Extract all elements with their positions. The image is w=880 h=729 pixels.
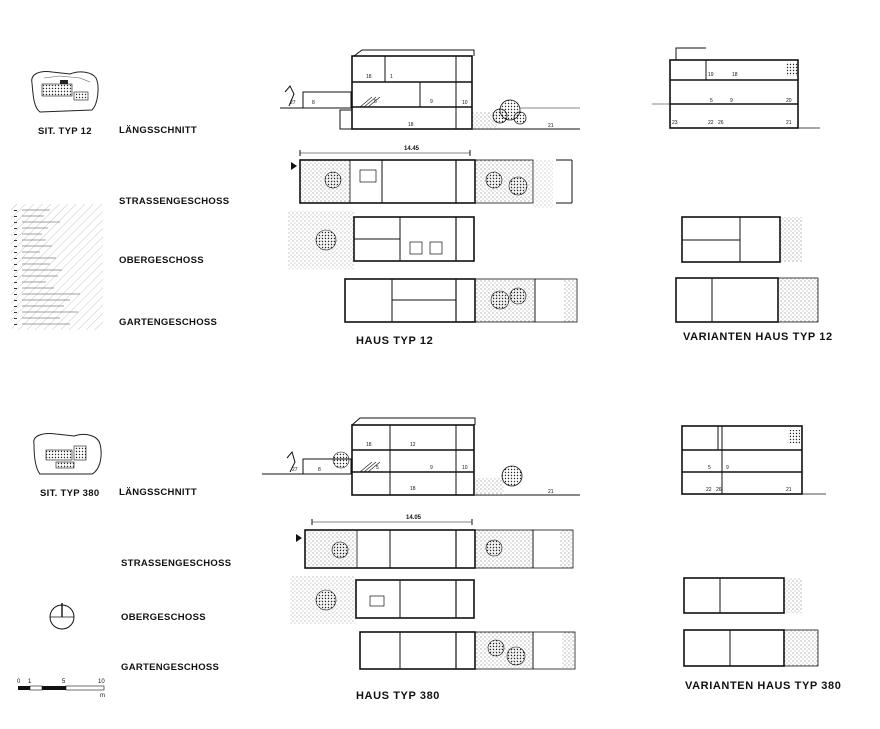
svg-text:5: 5 xyxy=(62,679,66,685)
house-title-typ380: HAUS TYP 380 xyxy=(356,690,441,702)
entrance-arrow-icon xyxy=(291,162,297,170)
svg-text:27: 27 xyxy=(290,100,296,106)
tree-icon xyxy=(487,639,526,666)
svg-text:5: 5 xyxy=(708,465,711,471)
variant-plan-upper-typ12 xyxy=(681,216,802,263)
svg-text:18: 18 xyxy=(410,486,416,492)
variant-plan-lower-typ380 xyxy=(683,629,819,667)
svg-text:9: 9 xyxy=(430,465,433,471)
svg-text:21: 21 xyxy=(786,120,792,126)
variant-plan-upper-typ380 xyxy=(683,577,802,614)
entrance-arrow-icon xyxy=(296,534,302,542)
section-drawing-typ380 xyxy=(262,417,580,496)
room-numbers-variant-section-typ12: 19 18 5 9 20 23 22 26 21 xyxy=(672,72,792,126)
svg-text:20: 20 xyxy=(786,98,792,104)
site-label-typ12: SIT. TYP 12 xyxy=(38,126,92,137)
svg-text:18: 18 xyxy=(732,72,738,78)
svg-text:14.45: 14.45 xyxy=(404,146,420,152)
svg-text:10: 10 xyxy=(462,100,468,106)
overall-dimension-typ380: 14.05 xyxy=(406,515,422,521)
svg-text:26: 26 xyxy=(718,120,724,126)
svg-text:9: 9 xyxy=(730,98,733,104)
svg-text:5: 5 xyxy=(374,99,377,105)
tree-icon xyxy=(324,171,528,196)
svg-text:18: 18 xyxy=(366,74,372,80)
tree-icon xyxy=(492,99,527,125)
tree-icon xyxy=(331,539,503,559)
svg-text:1: 1 xyxy=(390,74,393,80)
floor-label-gartengeschoss-typ12: GARTENGESCHOSS xyxy=(119,317,218,328)
variants-title-typ12: VARIANTEN HAUS TYP 12 xyxy=(683,331,833,343)
svg-text:5: 5 xyxy=(710,98,713,104)
plan-gartengeschoss-typ380 xyxy=(359,631,576,670)
room-numbers-variant-section-typ380: 5 9 22 26 21 xyxy=(706,465,792,493)
variant-section-typ380 xyxy=(681,425,826,495)
floor-label-strassengeschoss-typ12: STRASSENGESCHOSS xyxy=(119,196,230,207)
tree-icon xyxy=(490,287,527,310)
floor-label-obergeschoss-typ12: OBERGESCHOSS xyxy=(119,255,204,266)
variants-title-typ380: VARIANTEN HAUS TYP 380 xyxy=(685,680,842,692)
svg-text:9: 9 xyxy=(430,99,433,105)
north-arrow-icon xyxy=(49,603,75,630)
site-label-typ380: SIT. TYP 380 xyxy=(40,488,100,499)
plan-strassengeschoss-typ380 xyxy=(304,519,574,569)
room-numbers-section-typ380: 18 27 8 5 9 12 18 10 21 xyxy=(292,442,554,495)
svg-text:1: 1 xyxy=(28,679,32,685)
variant-section-typ12 xyxy=(652,47,820,129)
svg-text:12: 12 xyxy=(410,442,416,448)
site-plan-typ12 xyxy=(31,71,99,113)
room-numbers-section-typ12: 18 1 10 27 8 5 9 18 21 xyxy=(290,74,554,129)
svg-text:0: 0 xyxy=(17,679,21,685)
variant-plan-lower-typ12 xyxy=(675,277,819,323)
svg-text:8: 8 xyxy=(318,467,321,473)
scale-bar: 0 1 5 10 m xyxy=(17,679,105,699)
svg-text:22: 22 xyxy=(706,487,712,493)
svg-text:10: 10 xyxy=(462,465,468,471)
svg-text:22: 22 xyxy=(708,120,714,126)
svg-text:21: 21 xyxy=(548,123,554,129)
floor-label-gartengeschoss-typ380: GARTENGESCHOSS xyxy=(121,662,220,673)
svg-text:23: 23 xyxy=(672,120,678,126)
floor-label-obergeschoss-typ380: OBERGESCHOSS xyxy=(121,612,206,623)
tree-icon xyxy=(315,589,337,611)
svg-text:8: 8 xyxy=(312,100,315,106)
section-drawing-typ12 xyxy=(280,49,580,130)
svg-text:21: 21 xyxy=(786,487,792,493)
svg-text:9: 9 xyxy=(726,465,729,471)
section-label-typ380: LÄNGSSCHNITT xyxy=(119,487,198,498)
svg-text:14.05: 14.05 xyxy=(406,515,422,521)
floor-label-strassengeschoss-typ380: STRASSENGESCHOSS xyxy=(121,558,232,569)
svg-text:26: 26 xyxy=(716,487,722,493)
tree-icon xyxy=(315,229,337,251)
site-plan-typ380 xyxy=(33,433,102,475)
svg-text:m: m xyxy=(100,693,105,699)
legend-block xyxy=(11,204,103,330)
section-label-typ12: LÄNGSSCHNITT xyxy=(119,125,198,136)
svg-text:19: 19 xyxy=(708,72,714,78)
svg-text:5: 5 xyxy=(376,465,379,471)
house-title-typ12: HAUS TYP 12 xyxy=(356,335,434,347)
svg-text:18: 18 xyxy=(408,122,414,128)
svg-text:18: 18 xyxy=(366,442,372,448)
plan-gartengeschoss-typ12 xyxy=(344,278,578,323)
overall-dimension-typ12: 14.45 xyxy=(404,146,420,152)
svg-text:27: 27 xyxy=(292,467,298,473)
tree-icon xyxy=(332,451,523,487)
svg-text:21: 21 xyxy=(548,489,554,495)
svg-text:10: 10 xyxy=(98,679,105,685)
